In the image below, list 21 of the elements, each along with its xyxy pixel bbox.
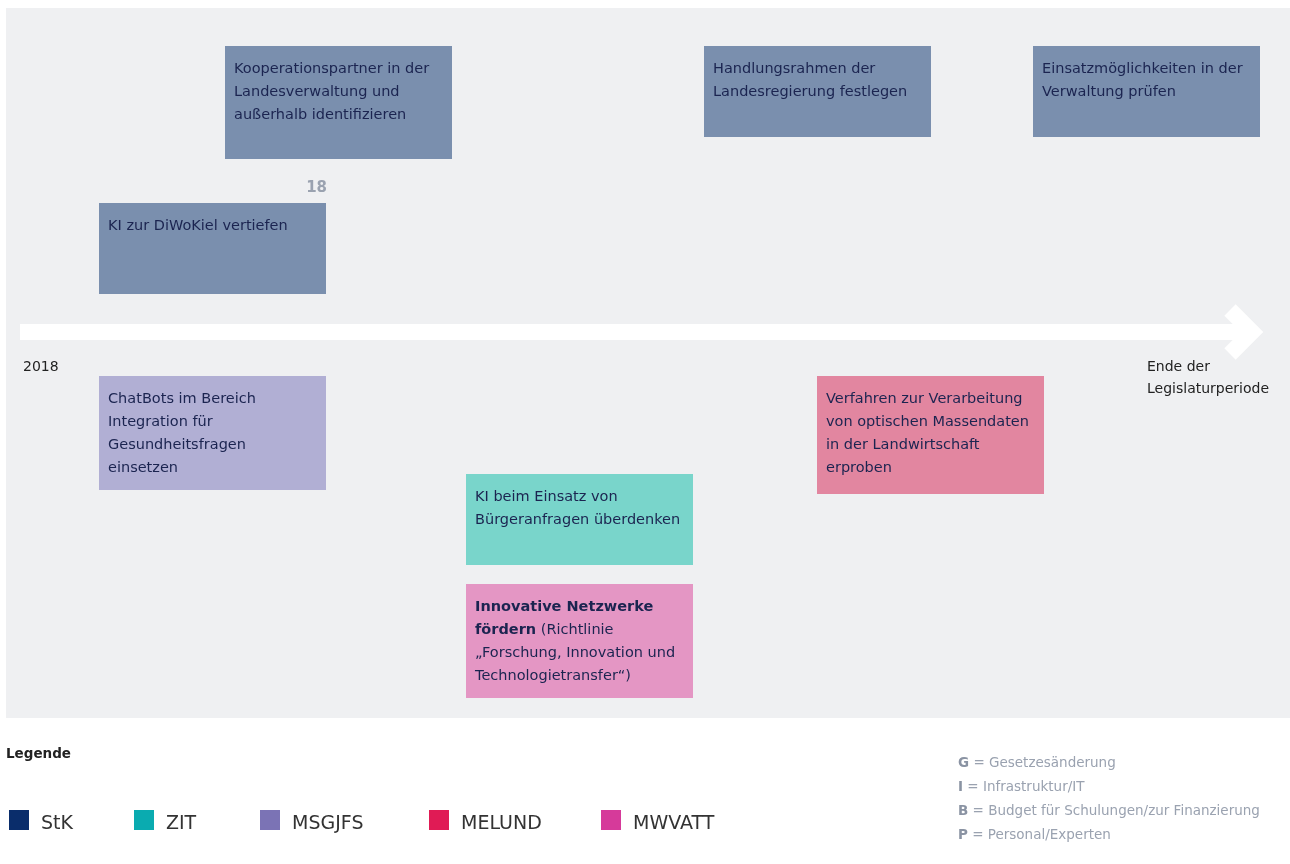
legend-label: ZIT xyxy=(166,810,197,834)
task-box: KI beim Einsatz von Bürgeranfragen überdenken xyxy=(466,474,693,565)
task-box: Verfahren zur Verarbeitung von optischen Massendaten in der Landwirtschaft erproben xyxy=(817,376,1044,494)
key-note: B = Budget für Schulungen/zur Finanzierung xyxy=(958,801,1260,820)
legend-label: StK xyxy=(41,810,73,834)
task-box: Einsatzmöglichkeiten in der Verwaltung prüfen xyxy=(1033,46,1260,137)
timeline-end-label: Ende der Legislaturperiode xyxy=(1147,357,1271,398)
legend-label: MWVATT xyxy=(633,810,715,834)
legend-label: MELUND xyxy=(461,810,542,834)
key-note: P = Personal/Experten xyxy=(958,825,1111,844)
year-tag: 18 xyxy=(297,176,327,198)
legend-heading: Legende xyxy=(6,744,72,763)
legend-label: MSGJFS xyxy=(292,810,364,834)
task-box: Innovative Netzwerke fördern (Richtlinie „Forschung, Innovation und Technologietransfer“) xyxy=(466,584,693,698)
task-box: ChatBots im Bereich Integration für Gesundheitsfragen einsetzen xyxy=(99,376,326,490)
timeline-start-label: 2018 xyxy=(23,357,60,376)
task-box: Handlungsrahmen der Landesregierung festlegen xyxy=(704,46,931,137)
key-note: I = Infrastruktur/IT xyxy=(958,777,1085,796)
task-box: Kooperationspartner in der Landesverwaltung und außerhalb identifizieren xyxy=(225,46,452,159)
task-box: KI zur DiWoKiel vertiefen xyxy=(99,203,326,294)
key-note: G = Gesetzesänderung xyxy=(958,753,1116,772)
